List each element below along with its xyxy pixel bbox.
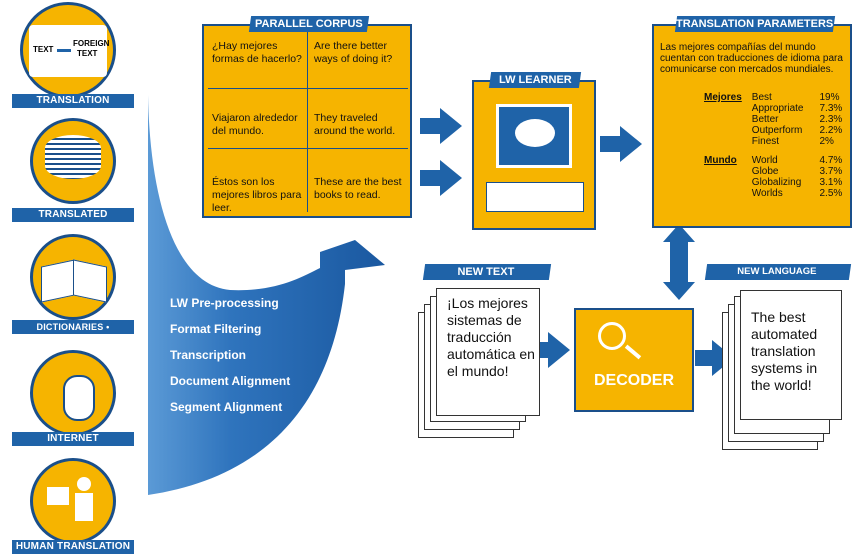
corpus-es: ¿Hay mejores formas de hacerlo? (212, 40, 302, 65)
new-translation-page: The best automated translation systems i… (740, 290, 842, 420)
arrow-docs-decoder (530, 332, 570, 368)
params-title: Translation Parameters (674, 16, 836, 32)
brain-computer-icon (496, 104, 572, 168)
step-item: LW Pre-processing (170, 296, 279, 310)
arrow-learner-params (600, 126, 642, 162)
disc-stack-icon (30, 118, 116, 204)
open-book-icon (30, 234, 116, 320)
source-label: Translation Memories (12, 94, 134, 120)
arrow-params-decoder (663, 224, 695, 300)
new-docs-page: ¡Los mejores sistemas de traducción auto… (436, 288, 540, 416)
text-foreign-text-icon: TEXT FOREIGN TEXT (20, 2, 116, 98)
params-word: Mundo (704, 155, 737, 166)
magnifier-icon (598, 322, 626, 350)
source-translated-archives: Translated Archives (12, 118, 134, 234)
new-translation-title: New Language Translation (704, 264, 852, 293)
new-docs-title: New Text Documents (422, 264, 552, 294)
step-item: Transcription (170, 348, 247, 362)
step-item: Document Alignment (170, 374, 291, 388)
corpus-en: Are there better ways of doing it? (314, 40, 393, 65)
arrow-corpus-learner-2 (420, 160, 462, 196)
decoder-label: Decoder (593, 372, 674, 389)
source-human-translation: Human Translation (12, 458, 134, 554)
source-label: Dictionaries • Glossaries (12, 320, 134, 346)
source-dictionaries: Dictionaries • Glossaries (12, 234, 134, 346)
source-translation-memories: TEXT FOREIGN TEXT Translation Memories (12, 2, 134, 120)
learner-title: LW Learner (488, 72, 582, 88)
mouse-icon (30, 350, 116, 436)
source-label: Internet (12, 432, 134, 446)
arrow-corpus-learner-1 (420, 108, 462, 144)
parallel-corpus-title: Parallel Corpus (248, 16, 370, 32)
step-item: Format Filtering (170, 322, 262, 336)
corpus-en: They traveled around the world. (314, 112, 396, 137)
parallel-corpus-box: ¿Hay mejores formas de hacerlo? Are ther… (202, 24, 412, 218)
decoder-box[interactable]: Decoder (574, 308, 694, 412)
source-label: Human Translation (12, 540, 134, 554)
corpus-en: These are the best books to read. (314, 176, 402, 201)
step-item: Segment Alignment (170, 400, 283, 414)
params-word: Mejores (704, 92, 742, 103)
person-at-computer-icon (30, 458, 116, 544)
params-sentence: Las mejores compañías del mundo cuentan … (660, 42, 843, 75)
source-internet: Internet (12, 350, 134, 450)
new-docs-text: ¡Los mejores sistemas de traducción auto… (447, 295, 535, 379)
arrow-decoder-translation (695, 340, 734, 376)
source-label: Translated Archives (12, 208, 134, 234)
preprocessing-steps: LW Pre-processing Format Filtering Trans… (170, 290, 290, 420)
corpus-es: Viajaron alrededor del mundo. (212, 112, 298, 137)
corpus-es: Éstos son los mejores libros para leer. (212, 176, 302, 214)
new-translation-text: The best automated translation systems i… (751, 309, 818, 393)
params-box: Las mejores compañías del mundo cuentan … (652, 24, 852, 228)
learner-box (472, 80, 596, 230)
